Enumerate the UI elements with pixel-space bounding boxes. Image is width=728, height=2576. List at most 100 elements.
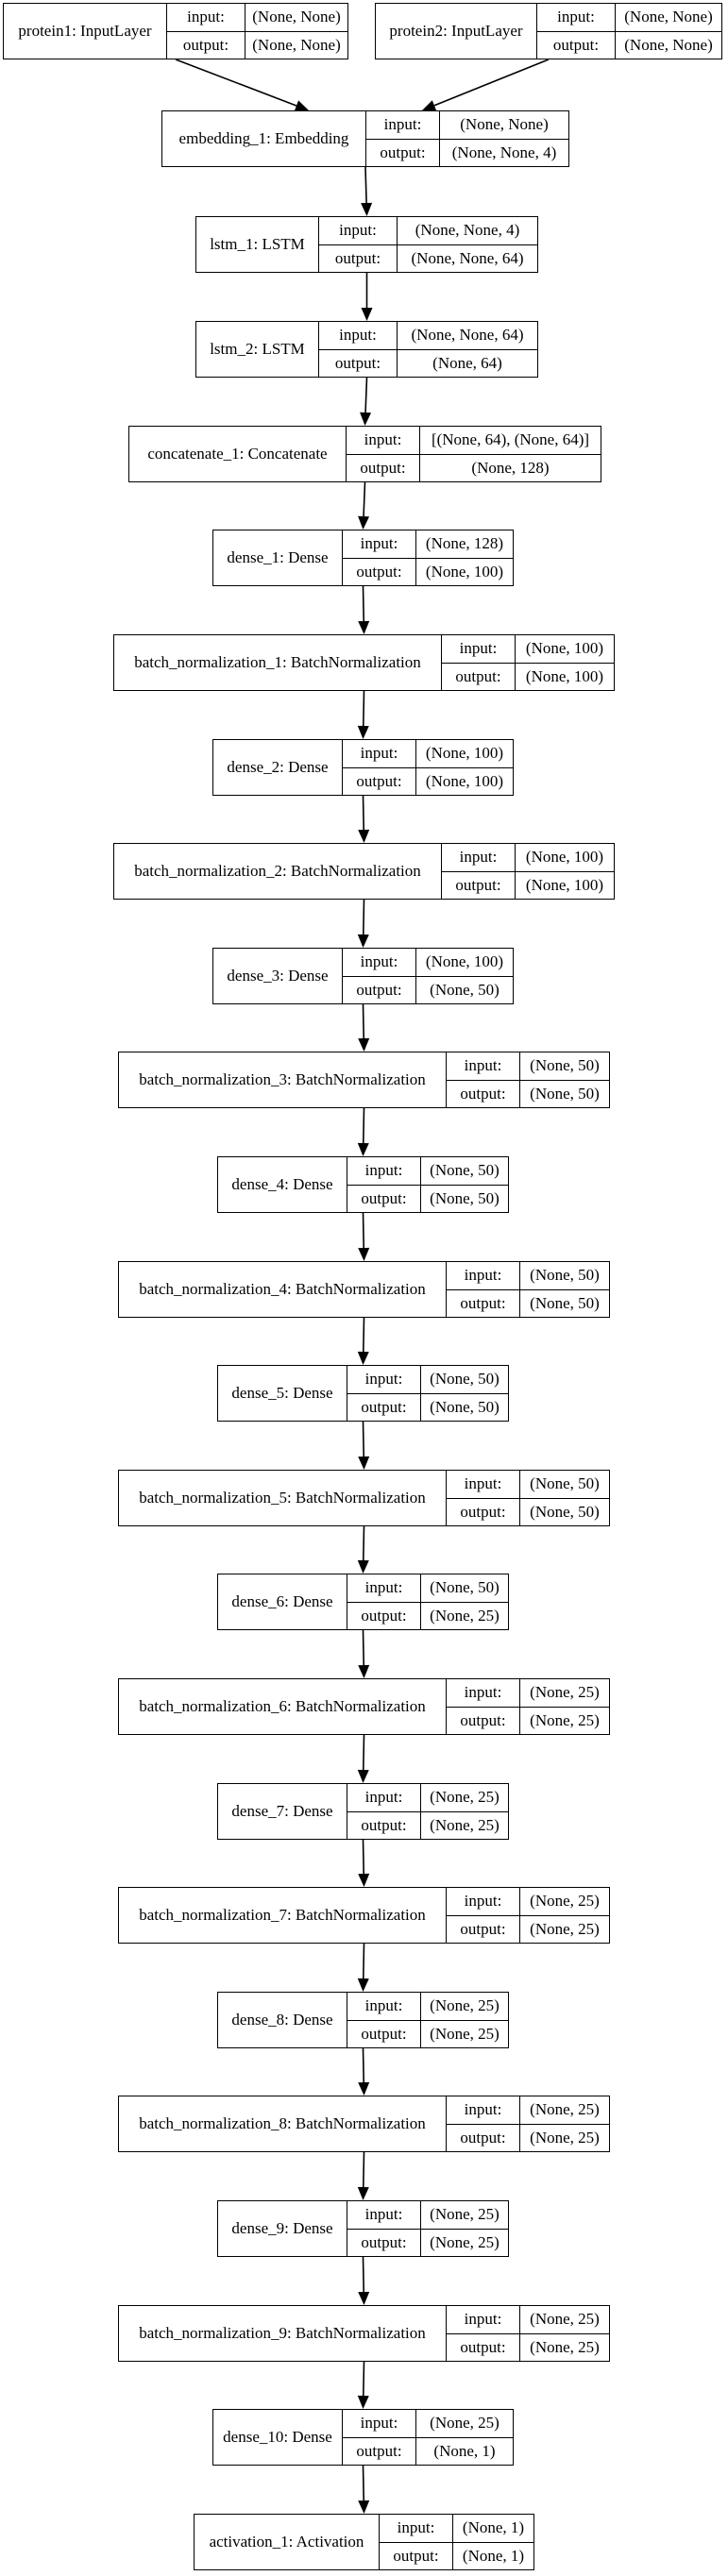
layer-name: batch_normalization_6: BatchNormalizatio… bbox=[119, 1679, 447, 1734]
input-key-label: input: bbox=[347, 1784, 421, 1811]
input-shape: (None, 100) bbox=[525, 848, 604, 867]
input-shape: (None, 25) bbox=[530, 2100, 600, 2119]
input-shape: (None, 25) bbox=[430, 2414, 499, 2433]
output-row: output:(None, 25) bbox=[447, 2332, 609, 2361]
output-row: output:(None, 50) bbox=[343, 975, 513, 1003]
input-shape: (None, 25) bbox=[530, 1683, 600, 1702]
layer-name: dense_9: Dense bbox=[218, 2201, 347, 2256]
output-key-label: output: bbox=[447, 1289, 520, 1317]
input-key-label: input: bbox=[447, 1052, 520, 1080]
io-table: input:(None, 25)output:(None, 1) bbox=[343, 2410, 513, 2465]
input-key-label: input: bbox=[347, 1366, 421, 1393]
input-shape: (None, 25) bbox=[530, 2310, 600, 2329]
layer-node: batch_normalization_7: BatchNormalizatio… bbox=[118, 1887, 610, 1944]
output-shape: (None, 50) bbox=[430, 1188, 499, 1207]
output-key-label: output: bbox=[447, 1498, 520, 1525]
input-key-label: input: bbox=[319, 217, 398, 244]
layer-name: batch_normalization_5: BatchNormalizatio… bbox=[119, 1471, 447, 1525]
input-shape: (None, 25) bbox=[430, 1788, 499, 1807]
layer-name: protein2: InputLayer bbox=[376, 4, 537, 59]
io-table: input:(None, None, 64)output:(None, 64) bbox=[319, 322, 537, 377]
input-key-label: input: bbox=[343, 949, 416, 976]
output-shape: (None, None, 4) bbox=[451, 143, 557, 161]
layer-name: batch_normalization_1: BatchNormalizatio… bbox=[114, 635, 442, 690]
edge-arrowhead bbox=[358, 515, 370, 530]
input-key-label: input: bbox=[347, 1574, 421, 1602]
output-shape: (None, 1) bbox=[433, 2441, 496, 2460]
io-table: input:(None, 25)output:(None, 25) bbox=[347, 1993, 508, 2047]
output-key-label: output: bbox=[343, 2437, 416, 2465]
input-row: input:(None, 100) bbox=[442, 844, 614, 871]
layer-node: batch_normalization_2: BatchNormalizatio… bbox=[113, 843, 615, 900]
input-row: input:(None, 50) bbox=[447, 1052, 609, 1080]
input-key-label: input: bbox=[366, 111, 440, 139]
output-shape: (None, 50) bbox=[430, 1397, 499, 1416]
input-key-label: input: bbox=[347, 1993, 421, 2020]
output-row: output:(None, 25) bbox=[347, 2228, 508, 2256]
output-key-label: output: bbox=[537, 31, 616, 59]
layer-name: concatenate_1: Concatenate bbox=[129, 427, 347, 481]
io-table: input: (None, 25) output:(None, 25) bbox=[447, 2306, 609, 2361]
layer-name: dense_8: Dense bbox=[218, 1993, 347, 2047]
input-row: input:(None, 50) bbox=[447, 1471, 609, 1498]
output-shape: (None, 64) bbox=[432, 353, 502, 372]
layer-node: batch_normalization_9: BatchNormalizatio… bbox=[118, 2305, 610, 2362]
io-table: input:(None, 50)output:(None, 50) bbox=[347, 1366, 508, 1421]
output-row: output:(None, 50) bbox=[347, 1184, 508, 1212]
input-key-label: input: bbox=[447, 1888, 520, 1915]
edge-arrowhead bbox=[357, 1978, 369, 1992]
input-row: input:(None, 25) bbox=[347, 2201, 508, 2229]
edge-arrowhead bbox=[358, 2081, 370, 2096]
input-key-label: input: bbox=[343, 740, 416, 767]
io-table: input:(None, 1)output:(None, 1) bbox=[380, 2515, 533, 2569]
output-shape: (None, None, 64) bbox=[411, 248, 524, 267]
output-row: output:(None, None) bbox=[167, 30, 347, 59]
output-shape: (None, 100) bbox=[425, 771, 504, 790]
output-row: output:(None, 100) bbox=[442, 662, 614, 690]
output-row: output:(None, 25) bbox=[447, 1706, 609, 1734]
input-key-label: input: bbox=[537, 4, 616, 31]
edge-arrowhead bbox=[361, 202, 373, 216]
output-key-label: output: bbox=[343, 976, 416, 1003]
input-key-label: input: bbox=[447, 2306, 520, 2333]
input-key-label: input: bbox=[442, 635, 516, 663]
input-row: input:(None, None) bbox=[167, 4, 347, 31]
output-key-label: output: bbox=[347, 2020, 421, 2047]
edge-arrowhead bbox=[357, 725, 369, 739]
input-shape: [(None, 64), (None, 64)] bbox=[431, 430, 590, 449]
input-row: input:(None, None) bbox=[537, 4, 721, 31]
layer-name: batch_normalization_4: BatchNormalizatio… bbox=[119, 1262, 447, 1317]
output-shape: (None, 1) bbox=[462, 2546, 525, 2565]
edge-arrowhead bbox=[357, 2186, 369, 2200]
edge-line bbox=[175, 59, 297, 107]
input-key-label: input: bbox=[347, 1157, 421, 1185]
output-row: output:(None, 100) bbox=[343, 557, 513, 585]
io-table: input:(None, 25)output:(None, 25) bbox=[447, 1888, 609, 1943]
edge-arrowhead bbox=[358, 1664, 370, 1678]
io-table: input:(None, 50)output:(None, 25) bbox=[347, 1574, 508, 1629]
input-row: input: (None, 100) bbox=[442, 635, 614, 663]
output-key-label: output: bbox=[347, 1602, 421, 1629]
output-row: output:(None, 64) bbox=[319, 348, 537, 377]
output-key-label: output: bbox=[343, 558, 416, 585]
edge-line bbox=[364, 166, 367, 204]
edge-arrowhead bbox=[358, 2500, 370, 2514]
input-shape: (None, 100) bbox=[525, 639, 604, 658]
layer-name: protein1: InputLayer bbox=[4, 4, 167, 59]
io-table: input: (None, 50)output:(None, 50) bbox=[347, 1157, 508, 1212]
layer-name: dense_10: Dense bbox=[213, 2410, 343, 2465]
input-row: input:(None, 1) bbox=[380, 2515, 533, 2542]
input-key-label: input: bbox=[167, 4, 245, 31]
io-table: input:(None, 25)output:(None, 25) bbox=[347, 1784, 508, 1839]
